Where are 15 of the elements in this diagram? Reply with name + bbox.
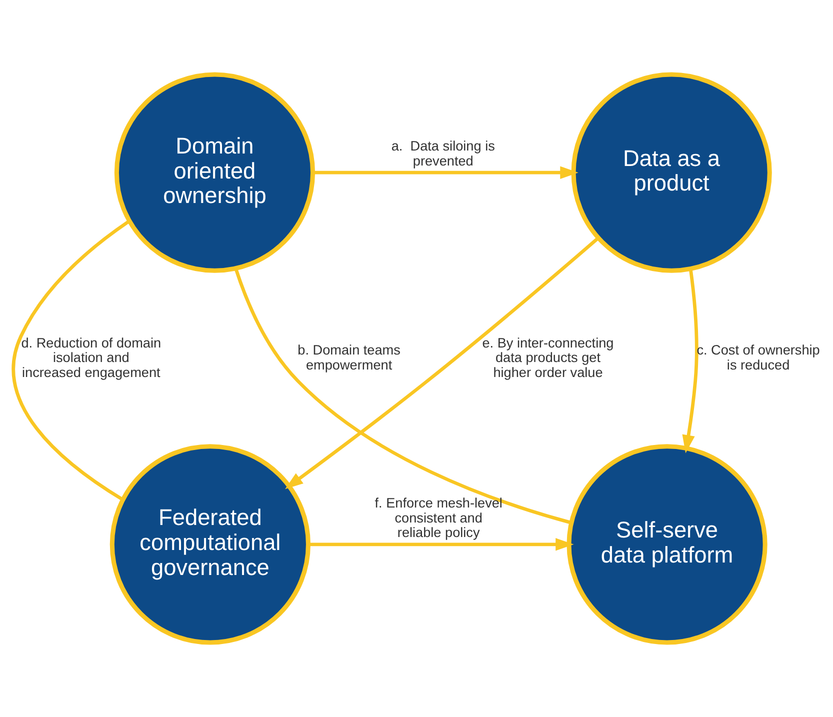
node-circle: Self-serve data platform [566,444,768,645]
edge-label: d. Reduction of domain isolation and increased engagement [21,335,162,380]
edge-label: a. Data siloing is prevented [391,138,495,168]
connector [234,268,572,524]
arrow [285,237,599,490]
edge-label: f. Enforce mesh-level consistent and reliable policy [374,496,502,540]
arrow [313,166,578,179]
edge-label: e. By inter-connecting data products get higher order value [482,335,614,380]
arrow [308,538,574,551]
connector [12,220,130,502]
node-circle: Data as a product [571,72,772,273]
arrow [682,268,698,454]
node-circle: Domain oriented ownership [114,72,316,273]
node-circle: Federated computational governance [110,444,311,645]
edge-label: b. Domain teams empowerment [298,342,400,372]
